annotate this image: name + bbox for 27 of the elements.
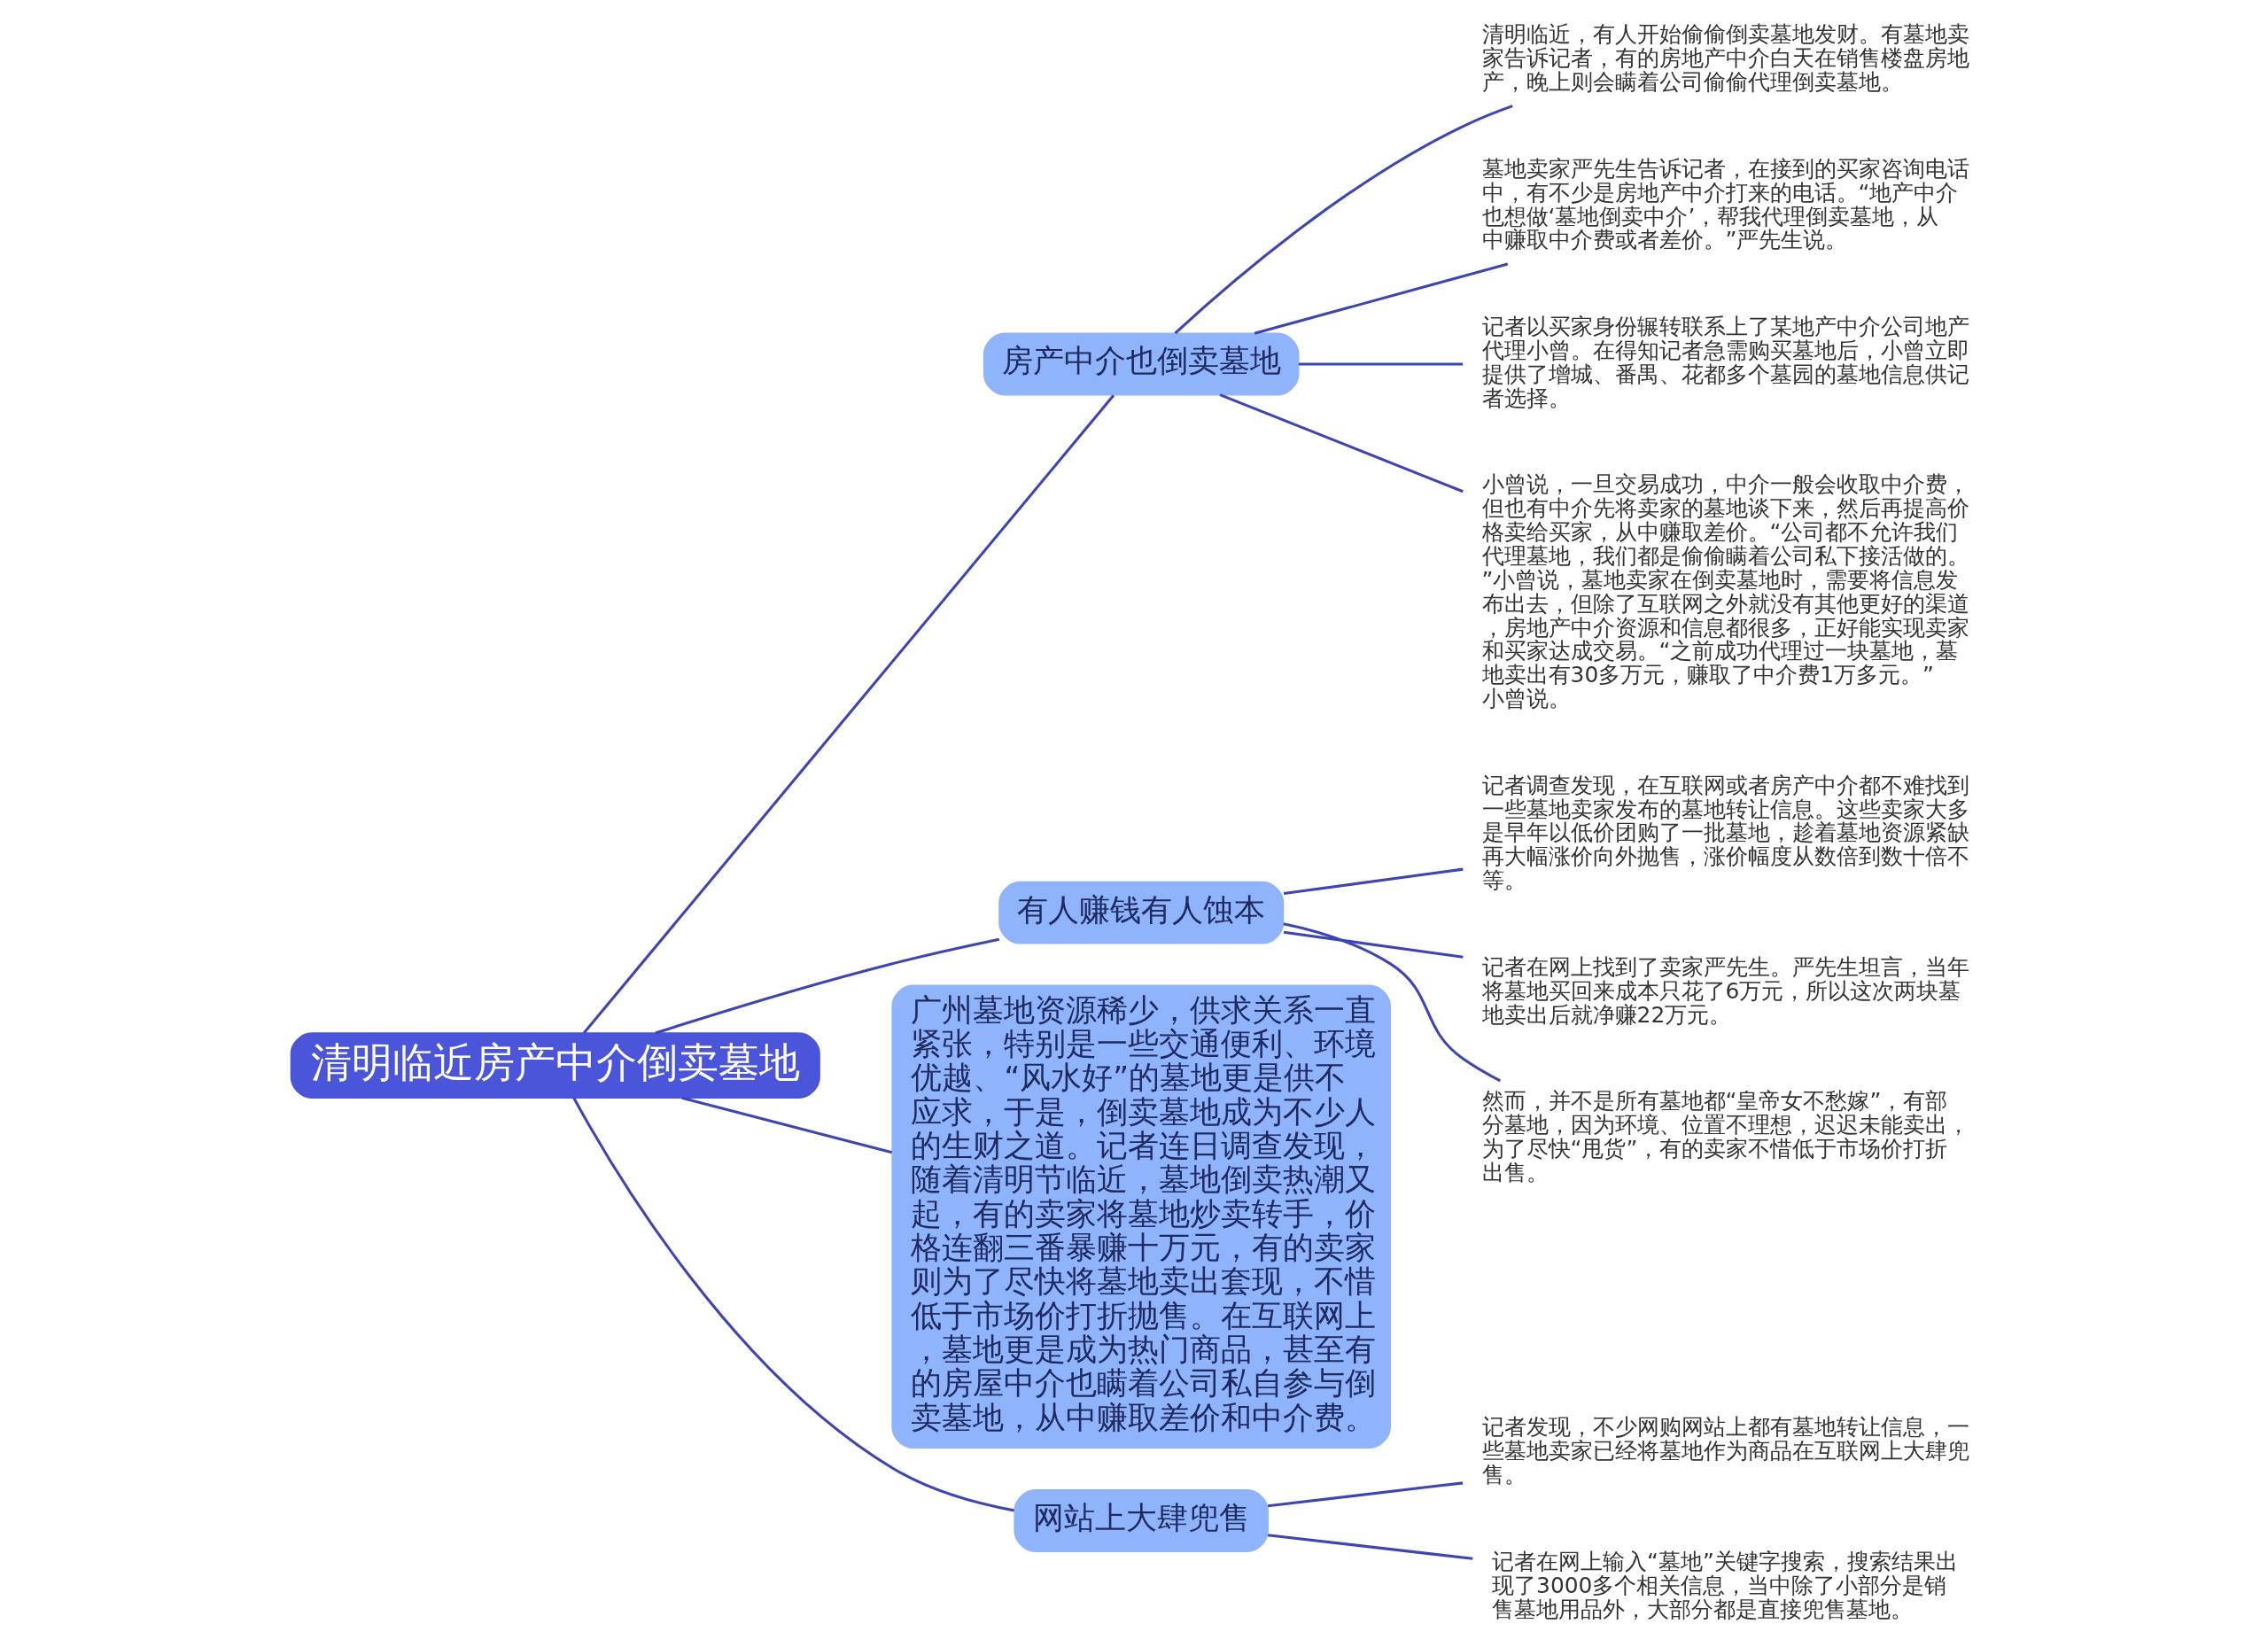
node-text: 小曾说，一旦交易成功，中介一般会收取中介费，但也有中介先将卖家的墓地谈下来，然后再提高价格卖给买家，从中赚取差价。“公司都不允许我们代理墓地，我们都是偷偷瞒着公司私下接活做的。”小曾说，墓地卖家在倒卖墓地时，需要将信息发布出去，但除了互联网之外就没有其他更好的渠道，房地产中介资源和信息都很多，正好能实现卖家和买家达成交易。“之前成功代理过一块墓地，墓地卖出有30多万元，赚取了中介费1万多元。”小曾说。 [1481,471,1969,712]
connector [571,1097,1014,1512]
node-text: 然而，并不是所有墓地都“皇帝女不愁嫁”，有部分墓地，因为环境、位置不理想，迟迟未能卖出，为了尽快“甩货”，有的卖家不惜低于市场价打折出售。 [1481,1088,1969,1185]
node-text: 记者以买家身份辗转联系上了某地产中介公司地产代理小曾。在得知记者急需购买墓地后，小曾立即提供了增城、番禺、花都多个墓园的墓地信息供记者选择。 [1481,314,1969,411]
connector [1283,930,1464,959]
connector [1283,867,1464,896]
node-text: 记者调查发现，在互联网或者房产中介都不难找到一些墓地卖家发布的墓地转让信息。这些卖家大多是早年以低价团购了一批墓地，趁着墓地资源紧缺再大幅涨价向外抛售，涨价幅度从数倍到数十倍不等。 [1481,772,1969,894]
connector [1282,922,1501,1083]
connector [1219,393,1464,493]
connector [680,1096,892,1154]
connector [1173,105,1513,335]
node-text: 清明临近，有人开始偷偷倒卖墓地发财。有墓地卖家告诉记者，有的房地产中介白天在销售楼盘房地产，晚上则会瞒着公司偷偷代理倒卖墓地。 [1481,21,1969,96]
node-box: 房产中介也倒卖墓地 [983,332,1299,396]
node-box: 广州墓地资源稀少，供求关系一直紧张，特别是一些交通便利、环境优越、“风水好”的墓地更是供不应求，于是，倒卖墓地成为不少人的生财之道。记者连日调查发现，随着清明节临近，墓地倒卖热潮又起，有的卖家将墓地炒卖转手，价格连翻三番暴赚十万元，有的卖家则为了尽快将墓地卖出套现，不惜低于市场价打折抛售。在互联网上，墓地更是成为热门商品，甚至有的房屋中介也瞒着公司私自参与倒卖墓地，从中赚取差价和中介费。 [890,984,1391,1449]
connector [1267,1534,1472,1560]
node-box: 有人赚钱有人蚀本 [998,881,1284,944]
node-text: 墓地卖家严先生告诉记者，在接到的买家咨询电话中，有不少是房地产中介打来的电话。“地产中介也想做‘墓地倒卖中介’，帮我代理倒卖墓地，从中赚取中介费或者差价。”严先生说。 [1481,155,1969,253]
connector [1267,1481,1463,1508]
connector [654,937,999,1035]
node-text: 记者发现，不少网购网站上都有墓地转让信息，一些墓地卖家已经将墓地作为商品在互联网上大肆兜售。 [1481,1414,1969,1488]
node-text: 记者在网上找到了卖家严先生。严先生坦言，当年将墓地买回来成本只花了6万元，所以这次两块墓地卖出后就净赚22万元。 [1481,953,1969,1028]
node-text: 记者在网上输入“墓地”关键字搜索，搜索结果出现了3000多个相关信息，当中除了小部分是销售墓地用品外，大部分都是直接兜售墓地。 [1491,1548,1958,1622]
node-box: 网站上大肆兜售 [1013,1489,1269,1552]
node-box: 清明临近房产中介倒卖墓地 [290,1032,820,1099]
connector [1254,262,1508,335]
connector [1298,362,1463,366]
connector [582,394,1115,1035]
